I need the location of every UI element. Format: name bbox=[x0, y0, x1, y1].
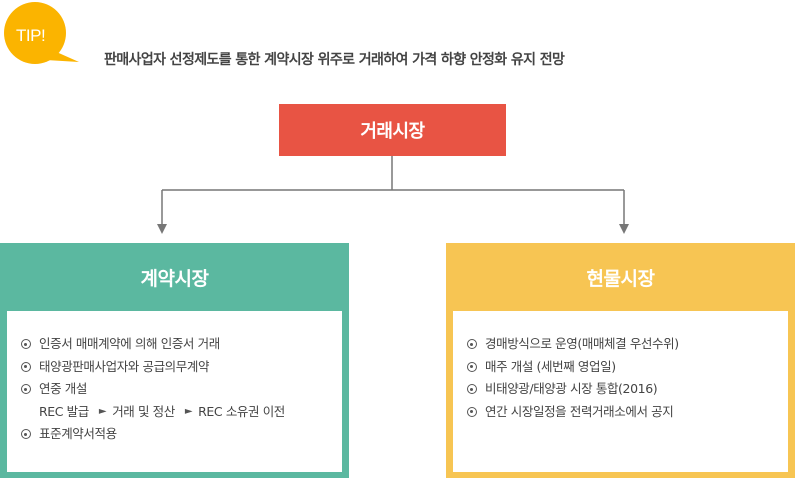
flow-step: 거래 및 정산 bbox=[112, 403, 175, 419]
list-item: 비태양광/태양광 시장 통합(2016) bbox=[467, 378, 788, 401]
list-item: 표준계약서적용 bbox=[21, 423, 342, 446]
trading-market-label: 거래시장 bbox=[360, 121, 425, 142]
bullet-icon bbox=[21, 429, 31, 440]
flow-row: REC 발급 ► 거래 및 정산 ► REC 소유권 이전 bbox=[21, 401, 342, 424]
item-text: 표준계약서적용 bbox=[39, 426, 117, 441]
speech-bubble-icon bbox=[4, 2, 79, 64]
contract-market-title: 계약시장 bbox=[140, 267, 209, 290]
list-item: 태양광판매사업자와 공급의무계약 bbox=[21, 356, 342, 379]
contract-market-box: 계약시장 인증서 매매계약에 의해 인증서 거래 태양광판매사업자와 공급의무계… bbox=[0, 243, 349, 478]
list-item: 연간 시장일정을 전력거래소에서 공지 bbox=[467, 401, 788, 424]
list-item: 인증서 매매계약에 의해 인증서 거래 bbox=[21, 333, 342, 356]
bullet-icon bbox=[467, 361, 477, 372]
arrow-down-icon bbox=[157, 224, 167, 234]
bullet-icon bbox=[467, 384, 477, 395]
flow-step: REC 소유권 이전 bbox=[198, 403, 285, 419]
list-item: 매주 개설 (세번째 영업일) bbox=[467, 356, 788, 379]
item-text: 매주 개설 (세번째 영업일) bbox=[485, 358, 616, 374]
item-text: 비태양광/태양광 시장 통합(2016) bbox=[485, 381, 658, 396]
item-text: 연간 시장일정을 전력거래소에서 공지 bbox=[485, 403, 674, 419]
spot-market-box: 현물시장 경매방식으로 운영(매매체결 우선수위) 매주 개설 (세번째 영업일… bbox=[446, 243, 795, 478]
bullet-icon bbox=[21, 384, 31, 395]
item-text: 경매방식으로 운영(매매체결 우선수위) bbox=[485, 336, 679, 351]
list-item: 경매방식으로 운영(매매체결 우선수위) bbox=[467, 333, 788, 356]
headline: 판매사업자 선정제도를 통한 계약시장 위주로 거래하여 가격 하향 안정화 유… bbox=[104, 52, 565, 68]
list-item: 연중 개설 bbox=[21, 378, 342, 401]
contract-market-list: 인증서 매매계약에 의해 인증서 거래 태양광판매사업자와 공급의무계약 연중 … bbox=[7, 311, 342, 472]
spot-market-list: 경매방식으로 운영(매매체결 우선수위) 매주 개설 (세번째 영업일) 비태양… bbox=[453, 311, 788, 472]
item-text: 인증서 매매계약에 의해 인증서 거래 bbox=[39, 336, 220, 351]
triangle-right-icon: ► bbox=[184, 405, 193, 417]
item-text: 연중 개설 bbox=[39, 381, 87, 396]
bullet-icon bbox=[467, 339, 477, 350]
bullet-icon bbox=[467, 406, 477, 417]
spot-market-title: 현물시장 bbox=[586, 267, 655, 290]
arrow-down-icon bbox=[619, 224, 629, 234]
bullet-icon bbox=[21, 361, 31, 372]
tip-badge: TIP! bbox=[2, 2, 79, 68]
flow-step: REC 발급 bbox=[39, 403, 89, 419]
tip-label: TIP! bbox=[16, 26, 46, 45]
item-text: 태양광판매사업자와 공급의무계약 bbox=[39, 358, 210, 374]
bullet-icon bbox=[21, 339, 31, 350]
triangle-right-icon: ► bbox=[98, 405, 107, 417]
trading-market-box: 거래시장 bbox=[279, 104, 506, 156]
